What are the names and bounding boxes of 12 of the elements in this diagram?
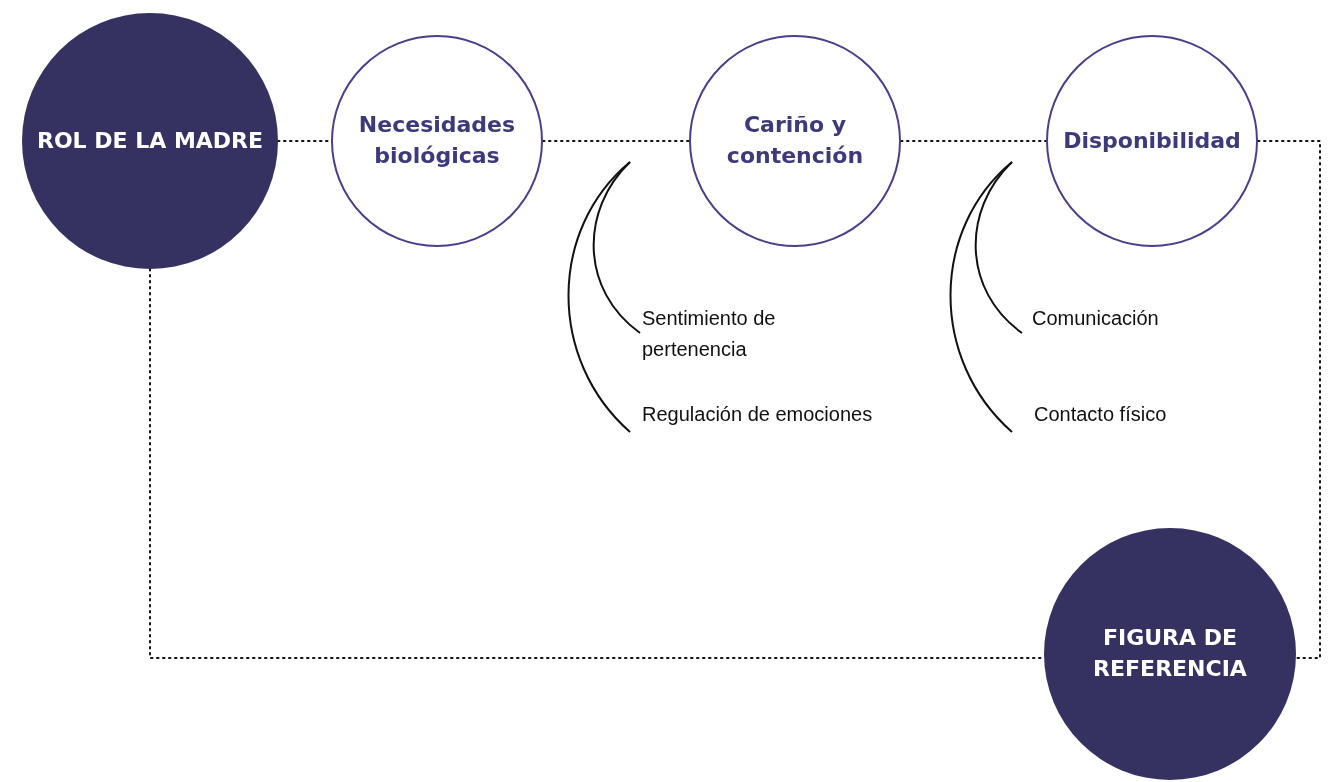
dotted-connector	[1257, 140, 1321, 659]
circle-title: FIGURA DE REFERENCIA	[1092, 624, 1248, 683]
circle-title: ROL DE LA MADRE	[36, 126, 264, 155]
circle-title: Disponibilidad	[1063, 126, 1241, 155]
sub-item-label: Regulación de emociones	[642, 402, 874, 427]
dotted-connector	[900, 140, 1047, 142]
sub-item-label: Contacto físico	[1034, 402, 1168, 427]
sub-item-label: Sentimiento de pertenencia	[642, 306, 777, 362]
circle-title: Cariño y contención	[725, 111, 865, 170]
sub-item-label: Comunicación	[1032, 306, 1160, 331]
circle-title: Necesidades biológicas	[357, 111, 517, 170]
dotted-connector	[542, 140, 690, 142]
